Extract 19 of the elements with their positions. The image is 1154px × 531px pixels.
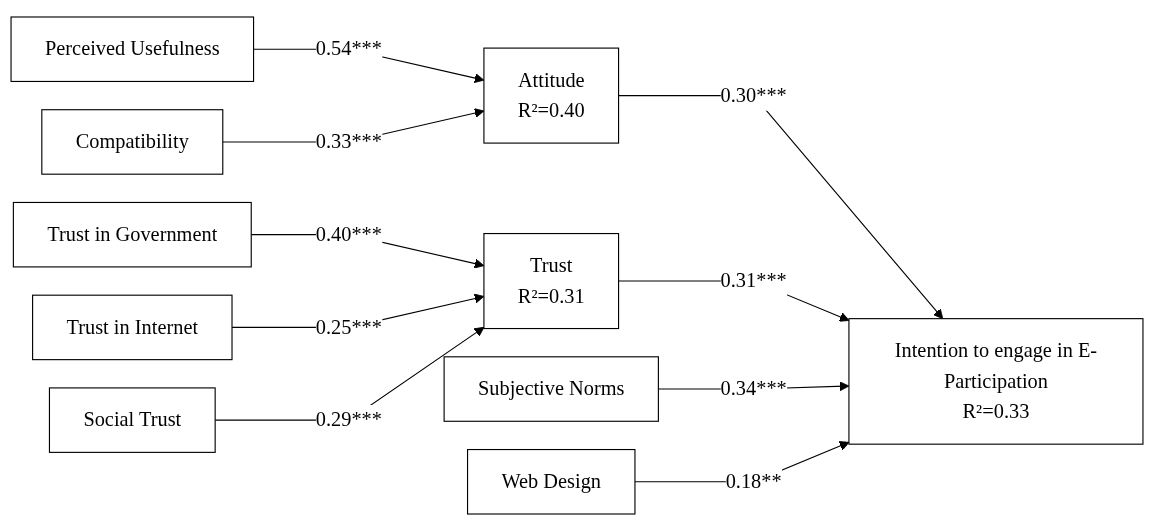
- edge-label: 0.30***: [720, 83, 787, 107]
- node-box: Trust in Government: [12, 201, 252, 268]
- node-box: Attitude R²=0.40: [483, 47, 620, 144]
- edge-label: 0.29***: [315, 408, 382, 431]
- node-box: Trust R²=0.31: [483, 233, 620, 330]
- node-box: Perceived Usefulness: [10, 16, 255, 82]
- edge-label: 0.54***: [315, 37, 382, 60]
- edge-label: 0.18**: [725, 469, 782, 493]
- node-box: Compatibility: [41, 109, 224, 175]
- node-box: Web Design: [467, 449, 636, 515]
- node-box: Trust in Internet: [32, 294, 233, 361]
- node-box: Intention to engage in E-Participation R²=0.33: [848, 318, 1144, 445]
- edge-label: 0.33***: [315, 130, 382, 153]
- node-box: Social Trust: [48, 387, 216, 453]
- node-box: Subjective Norms: [443, 356, 659, 422]
- edge-label: 0.34***: [720, 377, 787, 400]
- edge-label: 0.40***: [315, 222, 382, 246]
- edge-label: 0.25***: [315, 315, 382, 339]
- edge-label: 0.31***: [720, 269, 787, 292]
